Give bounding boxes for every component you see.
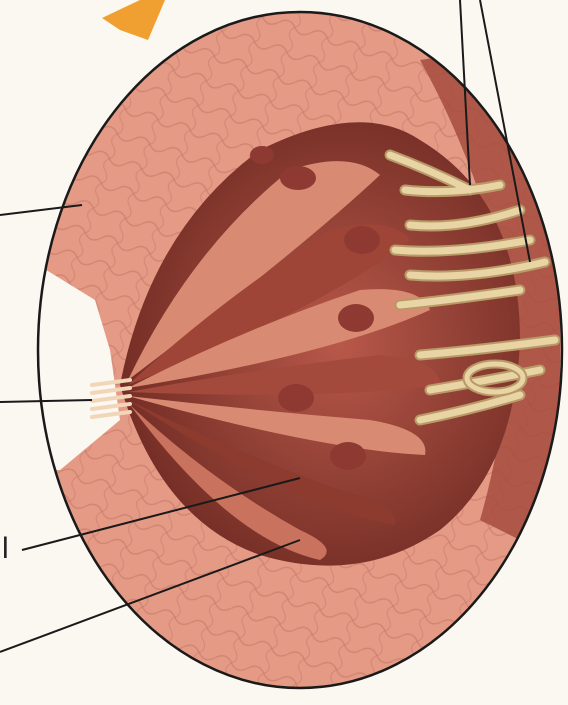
nucleus [278,384,314,412]
label-l: l [2,534,9,564]
star-marker-icon [102,0,165,40]
nucleus [280,166,316,190]
nucleus [344,226,380,254]
nucleus [338,304,374,332]
nucleus [330,442,366,470]
nucleus [250,146,274,164]
